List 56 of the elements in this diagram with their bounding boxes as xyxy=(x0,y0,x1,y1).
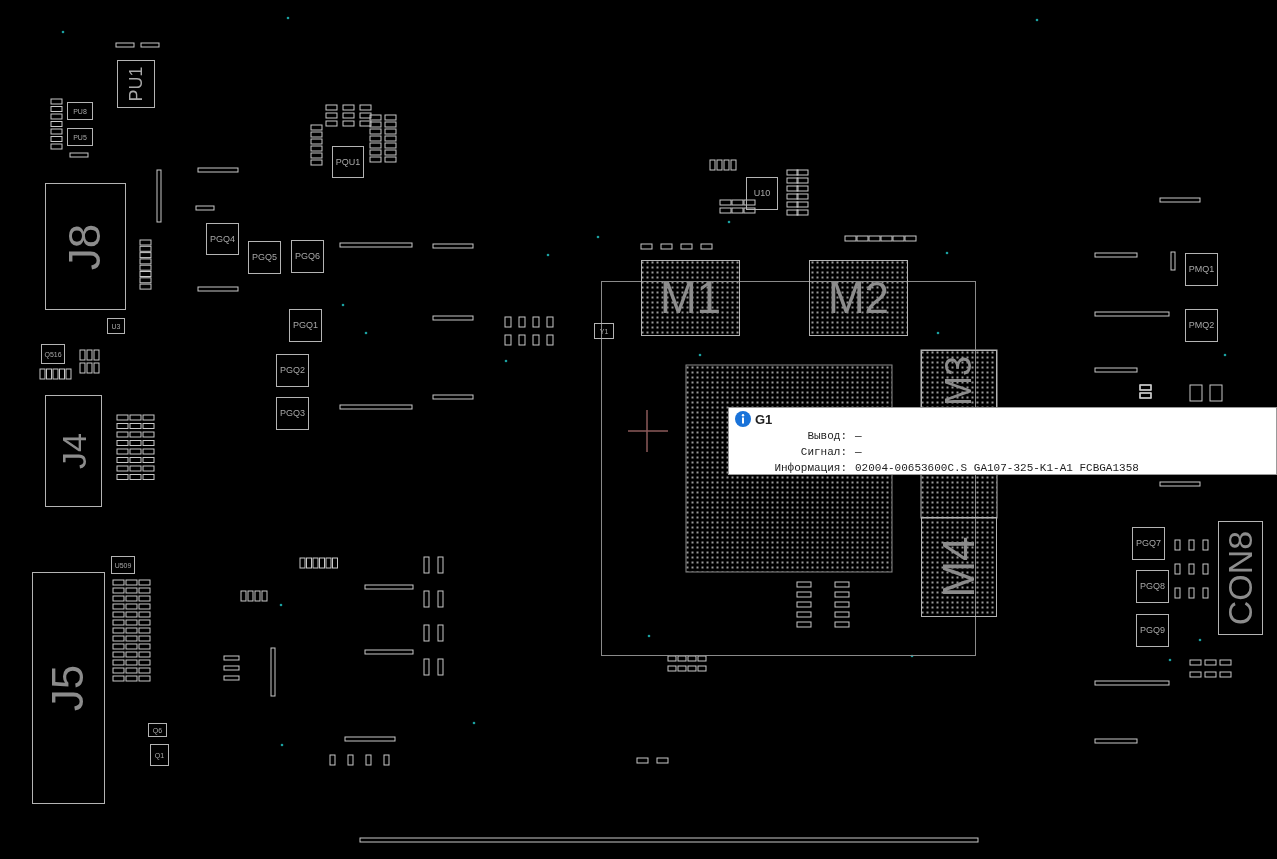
field-value: 02004-00653600C.S GA107-325-K1-A1 FCBGA1358 xyxy=(855,461,1140,476)
component-outline xyxy=(746,177,778,210)
component-label: U10 xyxy=(753,189,771,198)
component-outline xyxy=(594,323,614,339)
component-outline xyxy=(289,309,322,342)
component-label: PGQ2 xyxy=(280,366,305,375)
component-outline xyxy=(45,183,126,310)
component-label: PGQ4 xyxy=(210,234,235,244)
component-outline xyxy=(291,240,324,273)
component-outline xyxy=(1185,253,1218,286)
component-outline xyxy=(332,146,364,178)
component-label: J4 xyxy=(56,433,91,469)
component-label: M4 xyxy=(937,536,981,598)
field-value: — xyxy=(855,429,863,444)
field-label: Информация: xyxy=(773,461,847,476)
field-value: — xyxy=(855,445,863,460)
component-outline xyxy=(45,395,102,507)
component-label: J5 xyxy=(46,664,91,712)
component-outline xyxy=(148,723,167,737)
component-outline xyxy=(1185,309,1218,342)
component-outline xyxy=(1136,570,1169,603)
component-outline xyxy=(1136,614,1169,647)
component-label: M3 xyxy=(941,356,977,406)
component-label: PMQ1 xyxy=(1188,265,1215,274)
component-label: CON8 xyxy=(1223,530,1258,626)
component-outline xyxy=(921,517,997,617)
component-label: PGQ3 xyxy=(280,409,305,418)
component-label: J8 xyxy=(63,223,108,270)
component-outline xyxy=(276,397,309,430)
component-outline xyxy=(276,354,309,387)
tooltip-title: G1 xyxy=(755,412,773,426)
component-label: PQU1 xyxy=(335,157,361,167)
component-outline xyxy=(41,344,65,364)
component-outline xyxy=(67,102,93,120)
component-outline xyxy=(1132,527,1165,560)
component-outline xyxy=(248,241,281,274)
component-outline xyxy=(1218,521,1263,635)
chip-outline xyxy=(601,281,976,656)
component-outline xyxy=(32,572,105,804)
component-outline xyxy=(107,318,125,334)
component-label: PMQ2 xyxy=(1188,321,1215,330)
component-outline xyxy=(111,556,135,574)
field-label: Вывод: xyxy=(806,429,847,444)
component-outline xyxy=(206,223,239,255)
component-label: PGQ9 xyxy=(1140,626,1165,635)
component-label: PGQ7 xyxy=(1136,539,1161,548)
field-label: Сигнал: xyxy=(799,445,847,460)
component-outline xyxy=(150,744,169,766)
component-label: PGQ8 xyxy=(1140,582,1165,591)
component-outline xyxy=(67,128,93,146)
component-label: PGQ6 xyxy=(295,252,320,261)
component-label: PU1 xyxy=(127,66,145,102)
component-label: PGQ1 xyxy=(293,321,318,330)
info-tooltip xyxy=(728,407,1277,475)
component-label: PGQ5 xyxy=(252,253,277,262)
component-outline xyxy=(117,60,155,108)
